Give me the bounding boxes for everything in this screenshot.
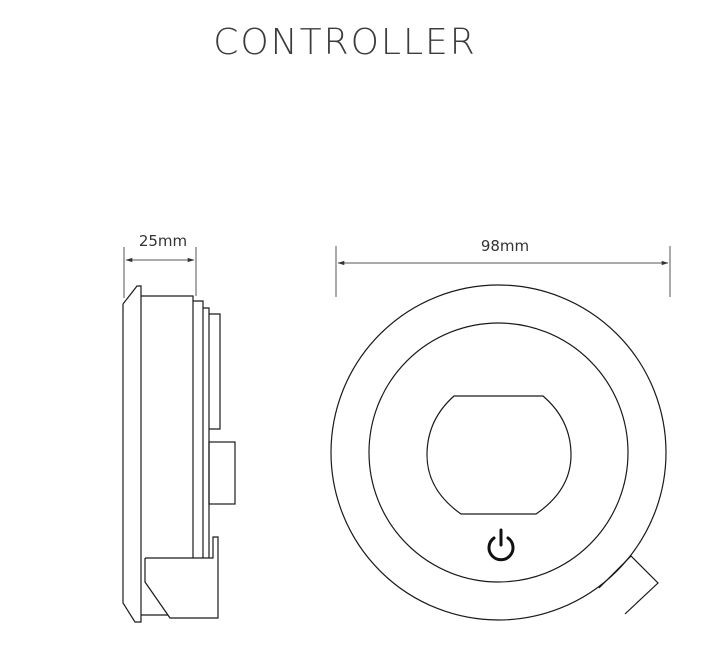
side-button [208,441,236,505]
display-window [426,395,572,515]
inner-ring [368,322,629,583]
side-step-1 [193,300,204,558]
side-front-plate [122,285,142,623]
side-dimension [123,247,197,298]
side-body [141,295,194,558]
side-step-2 [203,307,210,558]
page-title: CONTROLLER [213,22,477,63]
front-dimension-label: 98mm [481,237,529,255]
side-dimension-label: 25mm [139,232,187,250]
side-bracket [144,536,219,619]
outer-ring [330,284,667,621]
side-step-3 [209,313,221,430]
side-view: 25mm [122,232,236,623]
side-tab [598,555,659,615]
front-dimension [335,246,671,297]
power-icon[interactable] [487,528,515,562]
front-view: 98mm [330,237,671,621]
